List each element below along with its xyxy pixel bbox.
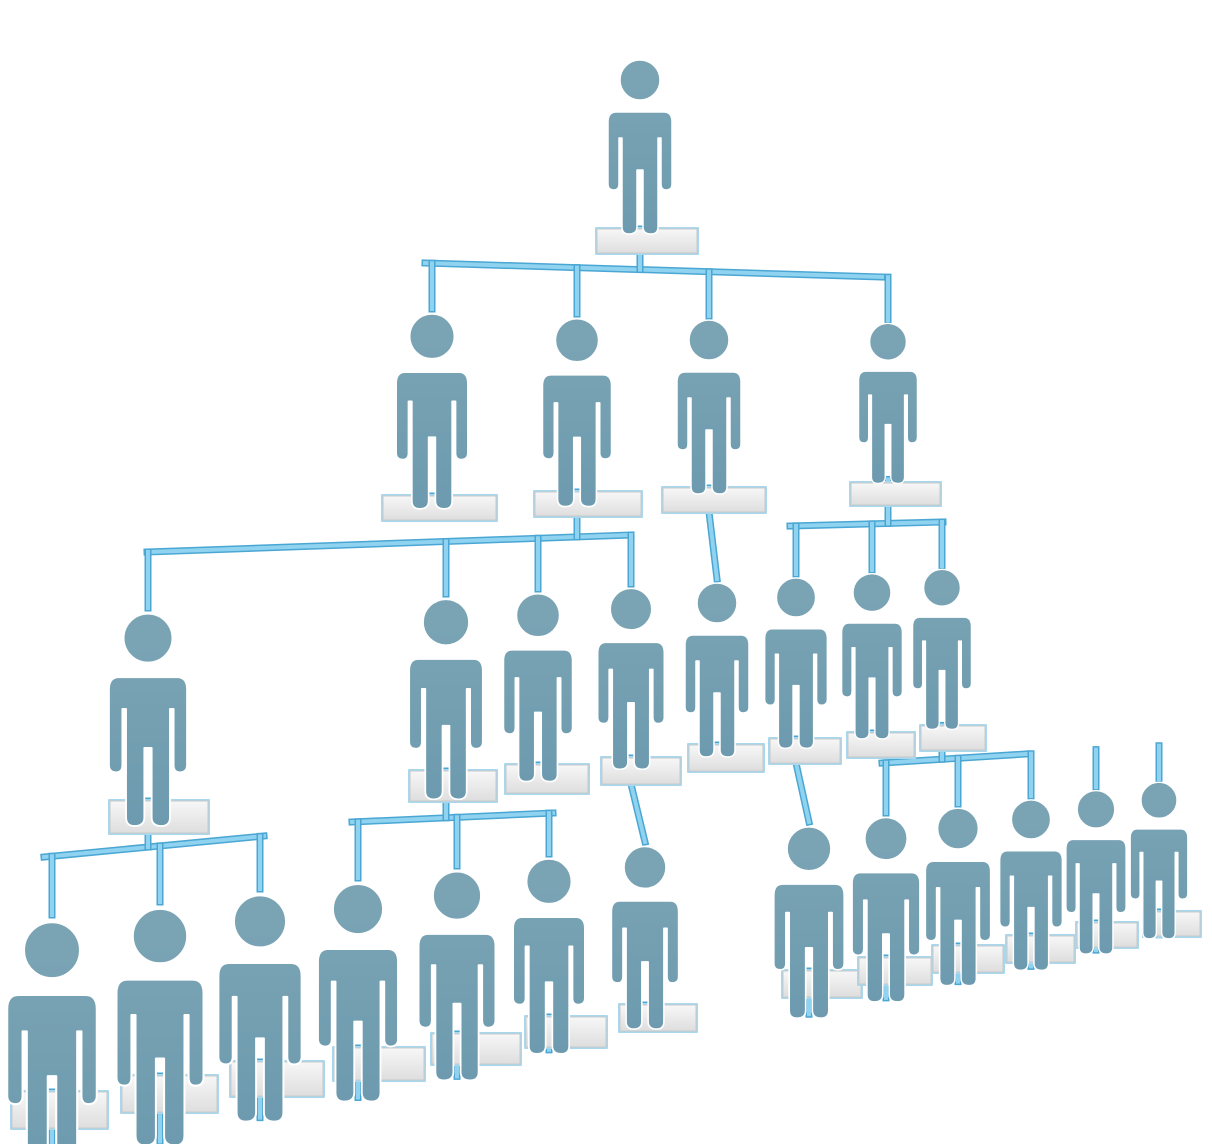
- person-icon: [840, 572, 904, 740]
- person-figures: [6, 59, 1189, 1144]
- person-icon: [541, 317, 613, 508]
- person-icon: [772, 825, 846, 1020]
- person-icon: [512, 858, 586, 1055]
- person-icon: [1065, 789, 1127, 955]
- person-icon: [217, 894, 303, 1123]
- connector-rail-n5: [40, 832, 268, 861]
- person-icon: [108, 612, 188, 827]
- person-icon: [596, 587, 666, 771]
- connector-rail-n4: [786, 518, 947, 530]
- person-icon: [607, 59, 673, 235]
- connector-rail-n0: [421, 259, 886, 281]
- person-icon: [1129, 781, 1189, 940]
- connector-child-n9: [705, 508, 721, 583]
- person-icon: [911, 568, 973, 731]
- person-icon: [6, 921, 98, 1144]
- person-icon: [676, 319, 742, 495]
- person-icon: [395, 313, 469, 510]
- person-icon: [317, 883, 399, 1103]
- person-icon: [610, 845, 680, 1030]
- connector-child-n19: [626, 779, 650, 847]
- connector-rail-n6: [348, 809, 557, 826]
- person-icon: [851, 816, 921, 1003]
- person-icon: [502, 592, 574, 783]
- connector-rail-n12: [878, 750, 1030, 767]
- person-icon: [408, 598, 484, 801]
- connector-rail-n2: [143, 531, 635, 556]
- connector-child-n20: [791, 758, 814, 827]
- person-icon: [857, 322, 919, 485]
- person-icon: [998, 799, 1064, 972]
- person-icon: [115, 907, 205, 1144]
- person-icon: [924, 807, 992, 987]
- person-icon: [684, 582, 750, 758]
- name-label-n4: [849, 481, 942, 507]
- person-icon: [417, 870, 497, 1082]
- person-icon: [763, 577, 829, 750]
